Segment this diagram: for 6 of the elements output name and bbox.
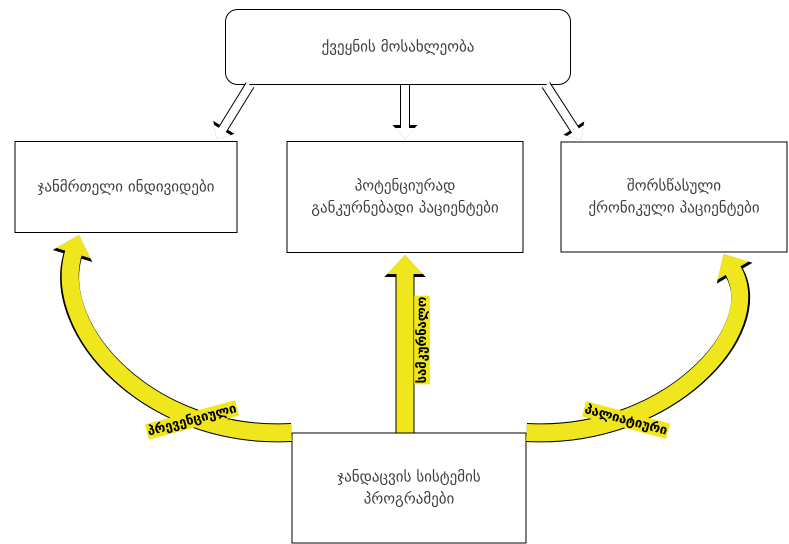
text-box: ჯანდაცვის სისტემის პროგრამები bbox=[292, 432, 526, 544]
text-box: შორსწასული ქრონიკული პაციენტები bbox=[560, 142, 788, 252]
edge-label: სამკურნალო bbox=[414, 296, 430, 384]
text-box: პოტენციურად განკურნებადი პაციენტები bbox=[286, 141, 524, 253]
text-box: ჯანმრთელი ინდივიდები bbox=[14, 141, 238, 233]
rounded-box: ქვეყნის მოსახლეობა bbox=[225, 9, 571, 85]
